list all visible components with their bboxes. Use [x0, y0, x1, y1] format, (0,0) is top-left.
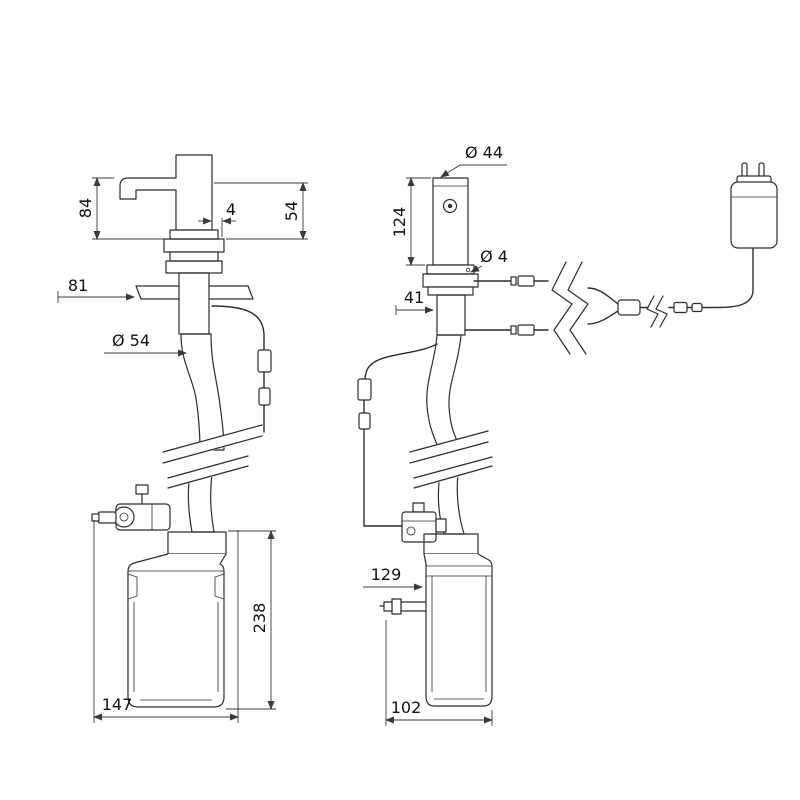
threaded-shank — [178, 272, 210, 335]
spout-arm — [119, 177, 177, 200]
cable-connector — [258, 387, 271, 406]
cable-connector — [257, 349, 272, 373]
flexible-hose-front — [426, 334, 462, 449]
plug-connector — [517, 324, 535, 336]
sensor-window — [442, 198, 458, 214]
bottle-cap — [167, 531, 227, 555]
adjust-screw — [412, 502, 425, 513]
dim-124: 124 — [390, 207, 409, 238]
dim-41: 41 — [404, 288, 424, 307]
fixing-hole — [465, 267, 471, 273]
adapter-cable — [717, 247, 754, 309]
dim-84: 84 — [76, 198, 95, 218]
flexible-hose-bottle — [187, 473, 215, 533]
counter-deck — [135, 285, 254, 300]
clamp-ring — [113, 506, 135, 528]
break-symbol — [655, 295, 668, 328]
inlet-fitting — [97, 511, 117, 524]
break-symbol — [646, 295, 659, 328]
view-faucet-front — [357, 177, 719, 527]
knurled-nut — [163, 238, 225, 253]
sensor-eye-icon — [447, 203, 453, 209]
dim-dia-54: Ø 54 — [112, 331, 150, 350]
threaded-shank-front — [436, 294, 466, 336]
junction-block — [617, 299, 641, 316]
adapter-body — [730, 181, 778, 249]
soap-bottle-side — [423, 553, 493, 707]
plug-connector — [517, 275, 535, 287]
hose-break-symbols — [162, 424, 493, 489]
sensor-cable — [211, 305, 265, 433]
break-symbol — [409, 430, 489, 464]
outlet-fitting — [379, 598, 427, 615]
wiring-harness — [464, 261, 719, 355]
mounting-flange-front — [426, 264, 475, 275]
dim-4: 4 — [226, 200, 236, 219]
dimension-annotations: 84 4 54 81 Ø 54 Ø 44 124 Ø 4 41 — [57, 143, 508, 726]
spout-body — [175, 154, 213, 231]
spout-body-front — [432, 177, 469, 266]
power-adapter — [717, 162, 778, 309]
dim-102: 102 — [391, 698, 422, 717]
cable-connector — [357, 378, 372, 401]
plug-connector — [673, 301, 688, 314]
dim-81: 81 — [68, 276, 88, 295]
cable-connector — [358, 412, 371, 430]
dim-dia-44: Ø 44 — [465, 143, 503, 162]
break-symbol — [551, 261, 573, 355]
dim-147: 147 — [102, 695, 133, 714]
plug-pin — [510, 276, 517, 286]
break-symbol — [167, 455, 249, 489]
pump-body — [401, 511, 437, 543]
mounting-flange — [169, 229, 219, 240]
dim-54: 54 — [282, 201, 301, 221]
view-bottle-front — [91, 473, 227, 708]
pump-unit — [91, 484, 171, 531]
break-symbol — [162, 424, 263, 464]
plug-pin — [510, 325, 517, 335]
knurled-nut-front — [422, 273, 479, 288]
adjust-screw — [135, 484, 149, 495]
dim-dia-4: Ø 4 — [480, 247, 508, 266]
break-symbol — [413, 456, 493, 489]
view-bottle-side — [379, 473, 493, 707]
view-faucet-side — [119, 154, 272, 451]
grip-indent — [127, 573, 138, 600]
grip-indent — [214, 573, 225, 600]
break-symbol — [567, 261, 589, 355]
pump-cable — [363, 343, 438, 527]
lock-nut — [165, 260, 223, 274]
dim-129: 129 — [371, 565, 402, 584]
dim-238: 238 — [250, 603, 269, 634]
plug-pin — [691, 302, 703, 313]
flexible-hose — [180, 333, 225, 451]
soap-bottle — [127, 553, 227, 708]
